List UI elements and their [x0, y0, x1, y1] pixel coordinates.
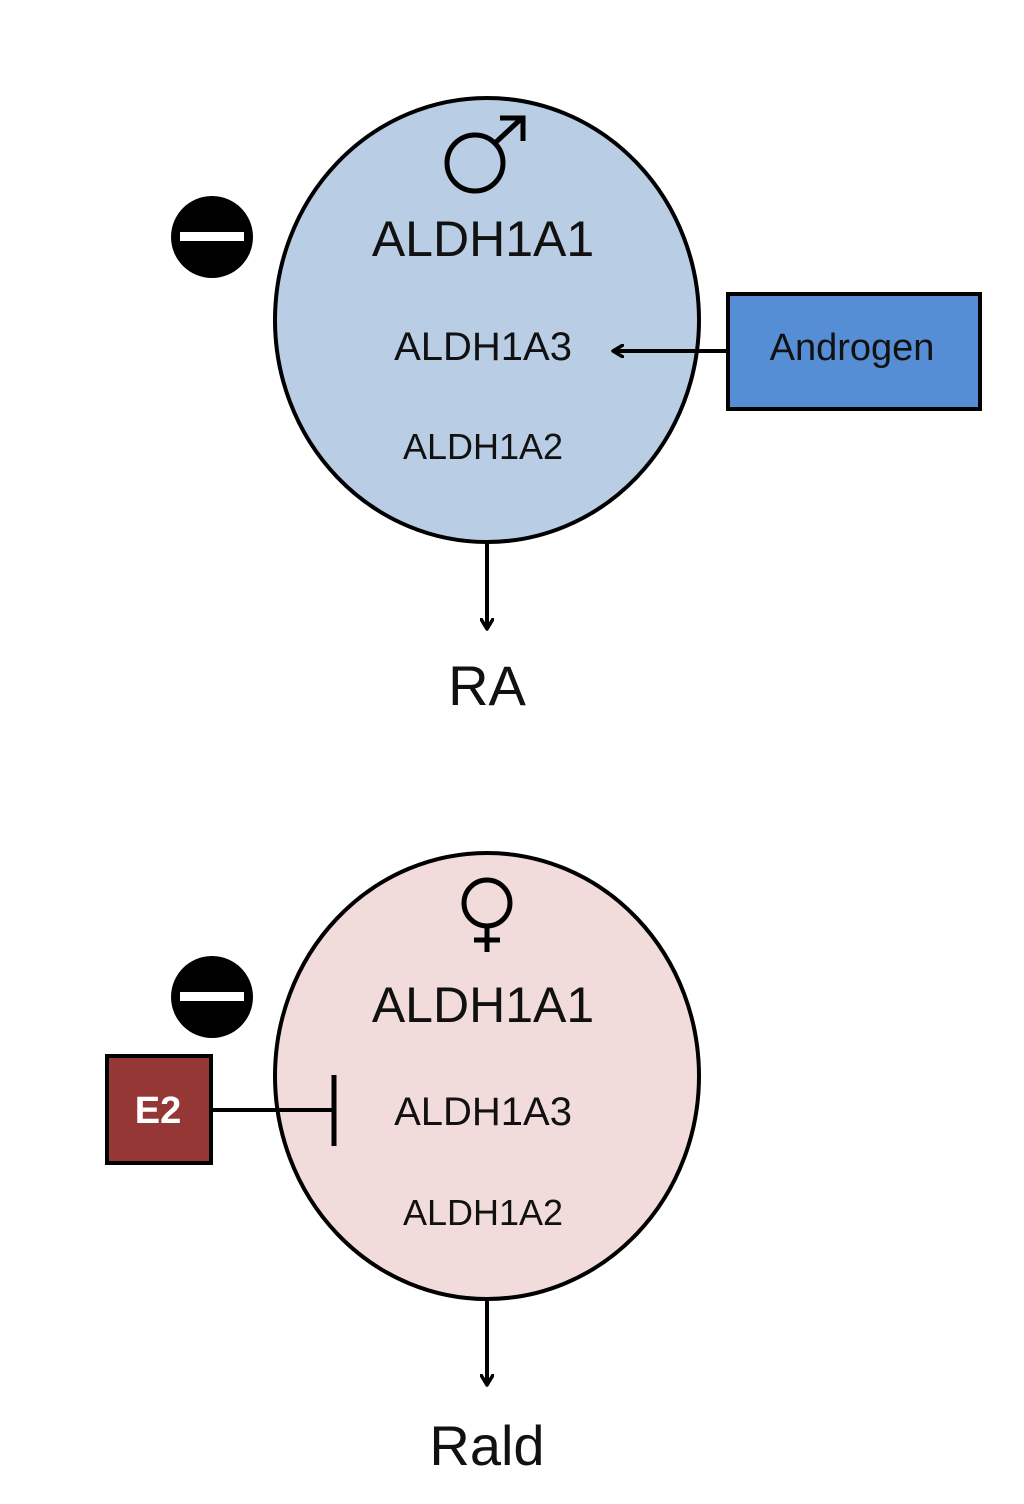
male-symbol-icon	[444, 115, 526, 194]
enzyme-label: ALDH1A3	[394, 1090, 572, 1134]
female-symbol-icon	[461, 877, 513, 952]
enzyme-label: ALDH1A1	[372, 211, 594, 267]
enzyme-label: ALDH1A1	[372, 977, 594, 1033]
male-cell	[273, 96, 701, 544]
androgen-box	[726, 292, 982, 411]
female-panel: ALDH1A1 ALDH1A3 ALDH1A2 E2 Rald	[105, 851, 701, 1477]
enzyme-label: ALDH1A2	[403, 1192, 563, 1233]
enzyme-label: ALDH1A2	[403, 426, 563, 467]
enzyme-label: ALDH1A3	[394, 325, 572, 369]
minus-icon	[171, 956, 253, 1038]
androgen-label: Androgen	[770, 327, 935, 369]
minus-icon	[171, 196, 253, 278]
output-label: RA	[448, 654, 526, 717]
male-panel: ALDH1A1 ALDH1A3 ALDH1A2 Androgen RA	[171, 96, 982, 717]
output-label: Rald	[429, 1414, 544, 1477]
inhibition-line	[211, 1075, 337, 1146]
e2-label: E2	[135, 1090, 181, 1132]
